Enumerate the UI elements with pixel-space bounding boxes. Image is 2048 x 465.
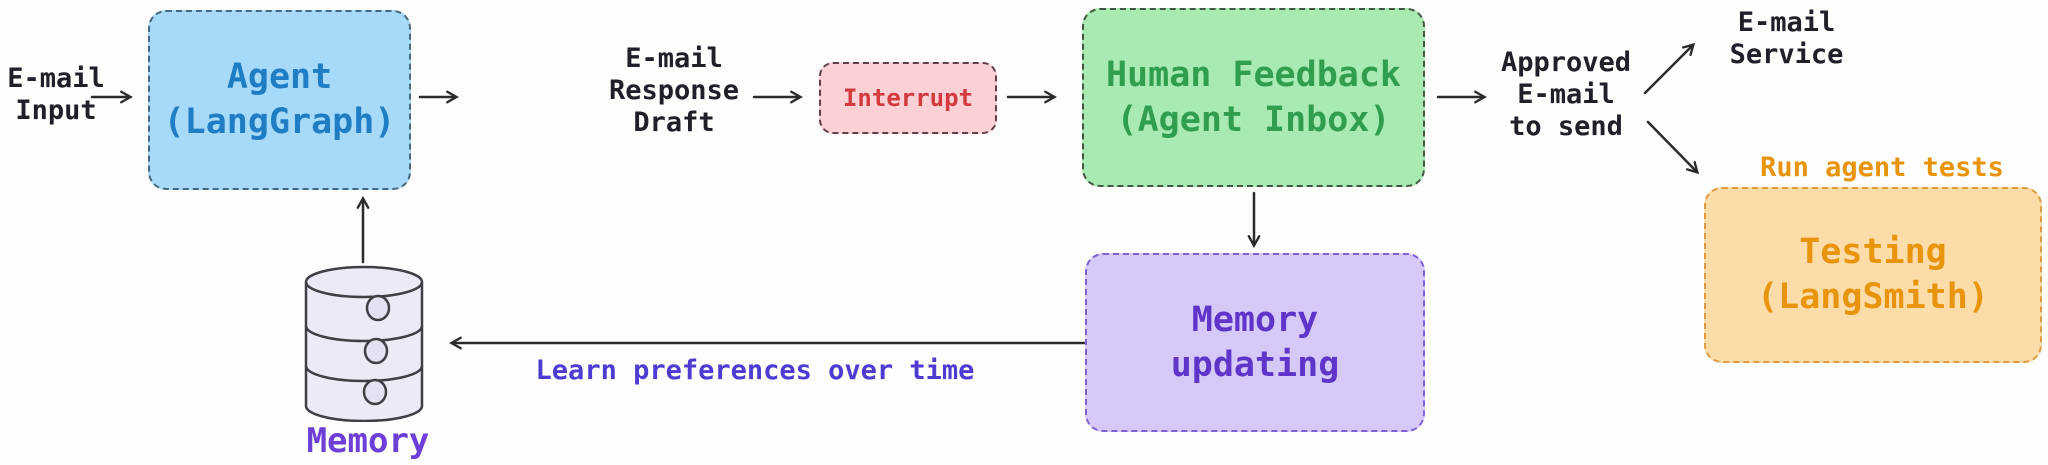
label-email-service: E-mail Service	[1714, 7, 1859, 71]
label-line: Draft	[633, 107, 715, 138]
node-label-line: (Agent Inbox)	[1116, 99, 1391, 140]
label-line: E-mail	[7, 63, 105, 94]
node-interrupt: Interrupt	[819, 62, 997, 134]
label-email-response-draft: E-mail Response Draft	[594, 43, 754, 139]
label-run-agent-tests: Run agent tests	[1760, 152, 2004, 183]
node-label-line: Agent	[226, 57, 333, 97]
label-memory: Memory	[306, 421, 430, 461]
node-label-line: (LangSmith)	[1757, 277, 1989, 317]
label-line: Service	[1729, 39, 1844, 70]
arrow-approved-to-testing	[1646, 120, 1697, 172]
label-line: Input	[15, 95, 97, 126]
node-label-line: Memory	[1191, 299, 1319, 340]
memory-database-icon	[304, 265, 424, 422]
node-testing: Testing (LangSmith)	[1704, 187, 2042, 363]
label-line: to send	[1509, 111, 1623, 142]
node-label-line: updating	[1170, 344, 1340, 385]
label-line: E-mail	[1737, 7, 1836, 38]
label-line: E-mail	[625, 43, 723, 74]
arrow-approved-to-service	[1643, 45, 1693, 95]
node-label-line: Testing	[1799, 232, 1947, 272]
label-email-input: E-mail Input	[0, 63, 112, 127]
label-line: Approved	[1500, 47, 1632, 78]
node-agent: Agent (LangGraph)	[148, 10, 411, 190]
label-line: Response	[608, 75, 740, 106]
label-approved-email: Approved E-mail to send	[1496, 47, 1636, 143]
node-memory-updating: Memory updating	[1085, 253, 1425, 432]
node-label-line: (LangGraph)	[163, 102, 396, 142]
node-label-line: Human Feedback	[1105, 54, 1401, 95]
node-human-feedback: Human Feedback (Agent Inbox)	[1082, 8, 1425, 187]
label-line: E-mail	[1517, 79, 1615, 110]
label-learn-preferences: Learn preferences over time	[535, 355, 975, 386]
node-label-line: Interrupt	[842, 84, 974, 112]
